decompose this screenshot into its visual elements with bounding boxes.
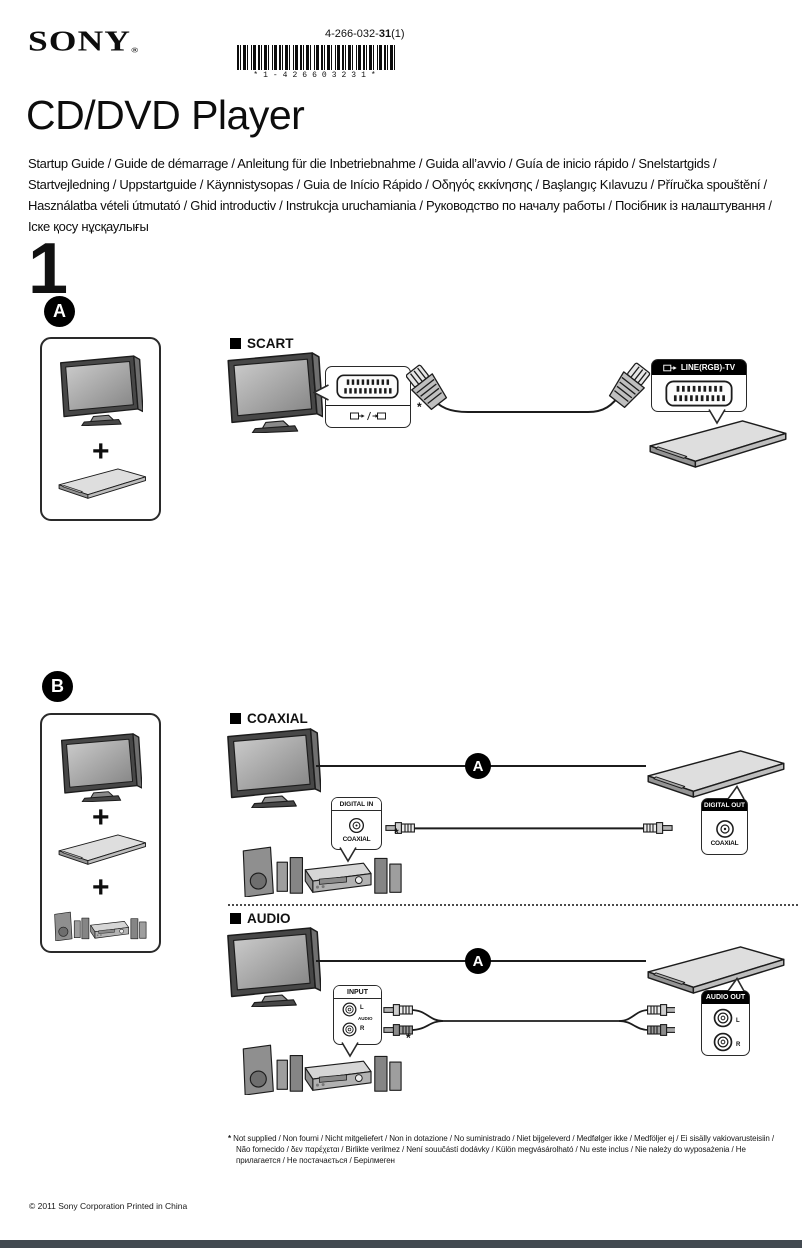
audio-out-header: AUDIO OUT <box>702 991 749 1004</box>
equipment-box-a: + <box>40 337 161 521</box>
coax-jack-icon <box>715 819 734 838</box>
rca-plug-icon <box>383 1004 413 1016</box>
audio-cable-icon <box>383 1004 675 1036</box>
badge-a-inline: A <box>465 753 491 779</box>
scart-label-text: SCART <box>247 336 294 351</box>
badge-a-inline: A <box>465 948 491 974</box>
footnote: * Not supplied / Non fourni / Nicht mitg… <box>228 1133 790 1167</box>
scart-io-icon <box>350 411 386 421</box>
copyright-notice: © 2011 Sony Corporation Printed in China <box>29 1201 188 1211</box>
dvd-player-icon <box>58 834 147 865</box>
section-square-icon <box>230 338 241 349</box>
barcode-text: *1-426603231* <box>253 71 381 80</box>
rca-plug-icon <box>643 822 673 834</box>
digital-out-callout: DIGITAL OUT COAXIAL <box>701 785 748 855</box>
section-square-icon <box>230 913 241 924</box>
callout-tail-down <box>708 409 726 425</box>
callout-tail-up <box>727 785 745 799</box>
badge-b: B <box>42 671 73 702</box>
callout-tail-up <box>727 977 745 991</box>
dvd-player-icon <box>58 468 147 499</box>
tv-illustration <box>227 927 321 1007</box>
registered-trademark: ® <box>131 45 139 55</box>
digital-out-header: DIGITAL OUT <box>702 799 747 811</box>
output-icon <box>663 364 677 371</box>
connector-header: LINE(RGB)-TV <box>652 360 746 375</box>
rca-plug-icon <box>385 822 415 834</box>
jack-label-right: R <box>360 1026 365 1032</box>
scart-section-label: SCART <box>230 336 294 351</box>
coaxial-label-text: COAXIAL <box>247 711 308 726</box>
asterisk-marker: * <box>417 400 422 414</box>
tv-icon <box>60 355 143 426</box>
tv-icon <box>60 733 142 802</box>
audio-jack-icon <box>713 1008 733 1028</box>
audio-out-callout: AUDIO OUT L R <box>701 977 750 1056</box>
connector-label: LINE(RGB)-TV <box>680 363 736 372</box>
dvd-player-illustration <box>647 750 785 798</box>
callout-divider <box>326 405 410 407</box>
barcode <box>237 45 397 70</box>
section-divider <box>228 904 798 906</box>
tv-scart-callout <box>313 366 411 428</box>
page-title: CD/DVD Player <box>26 92 305 138</box>
bottom-bar <box>0 1240 802 1248</box>
dvd-player-illustration <box>649 420 787 468</box>
dvd-player-illustration <box>647 946 785 994</box>
audio-input-callout: INPUT L AUDIO R <box>333 985 382 1058</box>
audio-label-text: AUDIO <box>247 911 291 926</box>
scart-port-icon <box>665 380 733 406</box>
scart-port-icon <box>336 374 399 399</box>
digital-in-header: DIGITAL IN <box>332 798 381 811</box>
footnote-text: Not supplied / Non fourni / Nicht mitgel… <box>233 1134 775 1166</box>
plus-sign: + <box>92 435 110 468</box>
part-number: 4-266-032-31(1) <box>325 28 405 40</box>
home-theater-illustration <box>242 846 402 897</box>
equipment-box-b: + + <box>40 713 161 953</box>
coaxial-section-label: COAXIAL <box>230 711 308 726</box>
rca-plug-icon <box>647 1024 675 1036</box>
plus-sign: + <box>92 801 110 834</box>
sony-logo: SONY® <box>28 26 139 58</box>
tv-illustration <box>227 352 323 433</box>
digital-in-callout: DIGITAL IN COAXIAL <box>331 797 382 863</box>
coaxial-jack-label: COAXIAL <box>710 839 739 847</box>
jack-label-left: L <box>360 1005 364 1011</box>
input-header: INPUT <box>334 986 381 999</box>
callout-tail-down <box>341 1042 359 1058</box>
audio-section-label: AUDIO <box>230 911 291 926</box>
language-list: Startup Guide / Guide de démarrage / Anl… <box>28 156 772 234</box>
plus-sign: + <box>92 871 110 904</box>
scart-plug-icon <box>406 362 450 413</box>
home-theater-icon <box>54 911 147 941</box>
audio-text-label: AUDIO <box>358 1016 373 1021</box>
callout-tail-left <box>313 384 329 401</box>
badge-a: A <box>44 296 75 327</box>
callout-tail-down <box>339 847 357 863</box>
coaxial-jack-label: COAXIAL <box>342 836 371 843</box>
scart-cable-icon <box>406 362 655 413</box>
coax-jack-icon <box>348 817 365 834</box>
asterisk-marker: * <box>394 826 399 840</box>
section-square-icon <box>230 713 241 724</box>
line-rgb-tv-callout: LINE(RGB)-TV <box>651 359 747 425</box>
tv-illustration <box>227 728 321 808</box>
footnote-asterisk: * <box>228 1134 232 1143</box>
rca-plug-icon <box>647 1004 675 1016</box>
step-number: 1 <box>28 229 68 309</box>
asterisk-marker: * <box>406 1031 411 1045</box>
jack-label-right: R <box>736 1042 741 1048</box>
audio-jack-icon <box>713 1032 733 1052</box>
coaxial-cable-icon <box>385 822 673 834</box>
audio-jack-icon <box>342 1002 357 1017</box>
home-theater-illustration <box>242 1044 402 1095</box>
jack-label-left: L <box>736 1018 740 1024</box>
